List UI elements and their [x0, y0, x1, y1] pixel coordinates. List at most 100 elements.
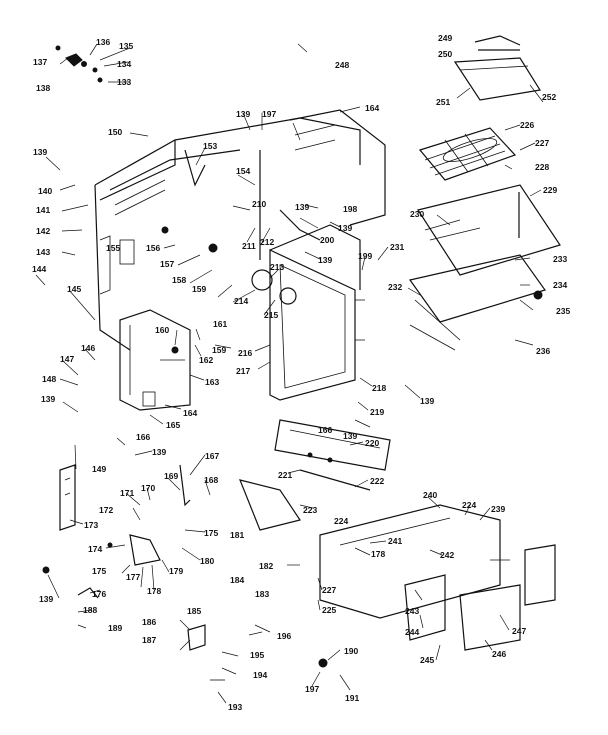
callout-158: 158 — [172, 275, 186, 285]
callout-164-b: 164 — [183, 408, 197, 418]
callout-133: 133 — [117, 77, 131, 87]
callout-165: 165 — [166, 420, 180, 430]
callout-139-b: 139 — [236, 109, 250, 119]
callout-178-a: 178 — [147, 586, 161, 596]
callout-180: 180 — [200, 556, 214, 566]
callout-195: 195 — [250, 650, 264, 660]
callout-225: 225 — [322, 605, 336, 615]
callout-179: 179 — [169, 566, 183, 576]
callout-185: 185 — [187, 606, 201, 616]
callout-163: 163 — [205, 377, 219, 387]
callout-227-a: 227 — [535, 138, 549, 148]
callout-139-a: 139 — [33, 147, 47, 157]
callout-216: 216 — [238, 348, 252, 358]
callout-188: 188 — [83, 605, 97, 615]
callout-244: 244 — [405, 627, 419, 637]
callout-159-a: 159 — [192, 284, 206, 294]
callout-149: 149 — [92, 464, 106, 474]
callout-175-a: 175 — [204, 528, 218, 538]
callout-199: 199 — [358, 251, 372, 261]
callout-250: 250 — [438, 49, 452, 59]
callout-164-a: 164 — [365, 103, 379, 113]
callout-181: 181 — [230, 530, 244, 540]
callout-182: 182 — [259, 561, 273, 571]
callout-139-i: 139 — [39, 594, 53, 604]
callout-226: 226 — [520, 120, 534, 130]
callout-169: 169 — [164, 471, 178, 481]
callout-234: 234 — [553, 280, 567, 290]
broiler-drawer — [408, 184, 561, 351]
callout-227-b: 227 — [322, 585, 336, 595]
callout-144: 144 — [32, 264, 46, 274]
callout-174: 174 — [88, 544, 102, 554]
callout-139-g: 139 — [343, 431, 357, 441]
callout-232: 232 — [388, 282, 402, 292]
callout-143: 143 — [36, 247, 50, 257]
callout-145: 145 — [67, 284, 81, 294]
burner-assembly — [161, 109, 386, 291]
callout-220: 220 — [365, 438, 379, 448]
callout-214: 214 — [234, 296, 248, 306]
callout-159-b: 159 — [212, 345, 226, 355]
callout-175-b: 175 — [92, 566, 106, 576]
callout-156: 156 — [146, 243, 160, 253]
callout-168: 168 — [204, 475, 218, 485]
callout-167: 167 — [205, 451, 219, 461]
callout-251: 251 — [436, 97, 450, 107]
callout-139-j: 139 — [295, 202, 309, 212]
callout-191: 191 — [345, 693, 359, 703]
lower-left-hardware — [42, 464, 328, 681]
callout-211: 211 — [242, 241, 256, 251]
callout-186: 186 — [142, 617, 156, 627]
callout-236: 236 — [536, 346, 550, 356]
callout-197-b: 197 — [305, 684, 319, 694]
callout-247: 247 — [512, 626, 526, 636]
callout-153: 153 — [203, 141, 217, 151]
callout-212: 212 — [260, 237, 274, 247]
callout-166-b: 166 — [318, 425, 332, 435]
callout-246: 246 — [492, 649, 506, 659]
callout-239: 239 — [491, 504, 505, 514]
callout-170: 170 — [141, 483, 155, 493]
callout-240: 240 — [423, 490, 437, 500]
callout-146: 146 — [81, 343, 95, 353]
callout-245: 245 — [420, 655, 434, 665]
callout-194: 194 — [253, 670, 267, 680]
callout-160: 160 — [155, 325, 169, 335]
callout-230: 230 — [410, 209, 424, 219]
callout-184: 184 — [230, 575, 244, 585]
callout-177: 177 — [126, 572, 140, 582]
callout-134: 134 — [117, 59, 131, 69]
callout-224-a: 224 — [334, 516, 348, 526]
callout-136: 136 — [96, 37, 110, 47]
leader-lines — [35, 43, 544, 704]
callout-252: 252 — [542, 92, 556, 102]
callout-231: 231 — [390, 242, 404, 252]
callout-249: 249 — [438, 33, 452, 43]
bracket-top-right — [453, 35, 541, 101]
callout-176: 176 — [92, 589, 106, 599]
callout-178-b: 178 — [371, 549, 385, 559]
control-upright — [119, 309, 191, 411]
callout-139-d: 139 — [318, 255, 332, 265]
callout-140: 140 — [38, 186, 52, 196]
callout-183: 183 — [255, 589, 269, 599]
callout-139-f: 139 — [152, 447, 166, 457]
callout-213: 213 — [270, 262, 284, 272]
callout-242: 242 — [440, 550, 454, 560]
callout-219: 219 — [370, 407, 384, 417]
callout-139-e: 139 — [41, 394, 55, 404]
callout-229: 229 — [543, 185, 557, 195]
callout-193: 193 — [228, 702, 242, 712]
callout-210: 210 — [252, 199, 266, 209]
callout-171: 171 — [120, 488, 134, 498]
callout-138: 138 — [36, 83, 50, 93]
callout-162: 162 — [199, 355, 213, 365]
callout-155: 155 — [106, 243, 120, 253]
parts-drawing — [42, 35, 561, 681]
callout-190: 190 — [344, 646, 358, 656]
callout-172: 172 — [99, 505, 113, 515]
callout-243: 243 — [405, 606, 419, 616]
callout-198: 198 — [343, 204, 357, 214]
